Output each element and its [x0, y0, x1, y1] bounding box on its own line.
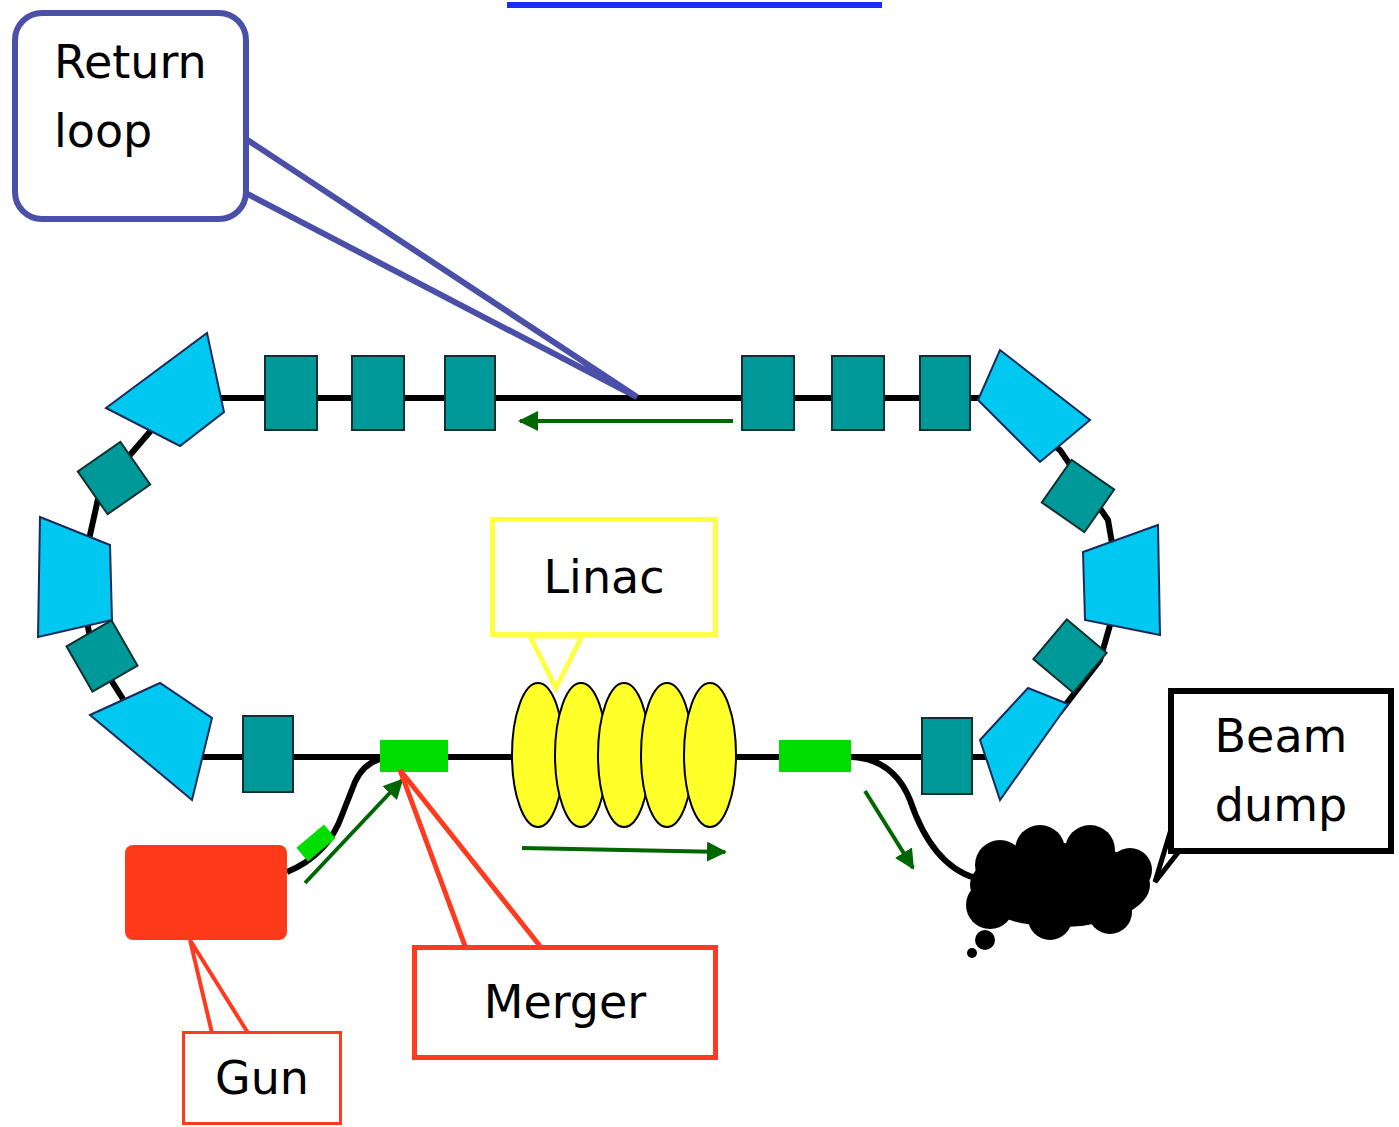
beam-direction-arrows [305, 421, 913, 883]
callout-tail [530, 636, 582, 688]
merger-callout: Merger [412, 945, 718, 1060]
splitter-magnet [779, 740, 851, 772]
merger-magnet [380, 740, 448, 772]
return-loop-callout: Return loop [12, 10, 249, 222]
injection-line [287, 757, 392, 872]
title-underline [507, 2, 882, 8]
callout-label: Gun [215, 1044, 309, 1113]
callout-label: Merger [484, 968, 647, 1037]
callout-tail [240, 135, 637, 397]
electron-gun [125, 845, 287, 940]
callout-tail [400, 770, 540, 946]
beam-dump-callout: Beam dump [1168, 688, 1394, 854]
callout-tail [190, 940, 248, 1033]
beam-dump [966, 825, 1152, 958]
callout-label: Beam dump [1182, 702, 1380, 840]
linac-cavities [512, 683, 736, 827]
gun-callout: Gun [182, 1031, 342, 1125]
callout-label: Return loop [54, 28, 229, 166]
linac-callout: Linac [490, 517, 718, 637]
callout-label: Linac [543, 543, 664, 612]
